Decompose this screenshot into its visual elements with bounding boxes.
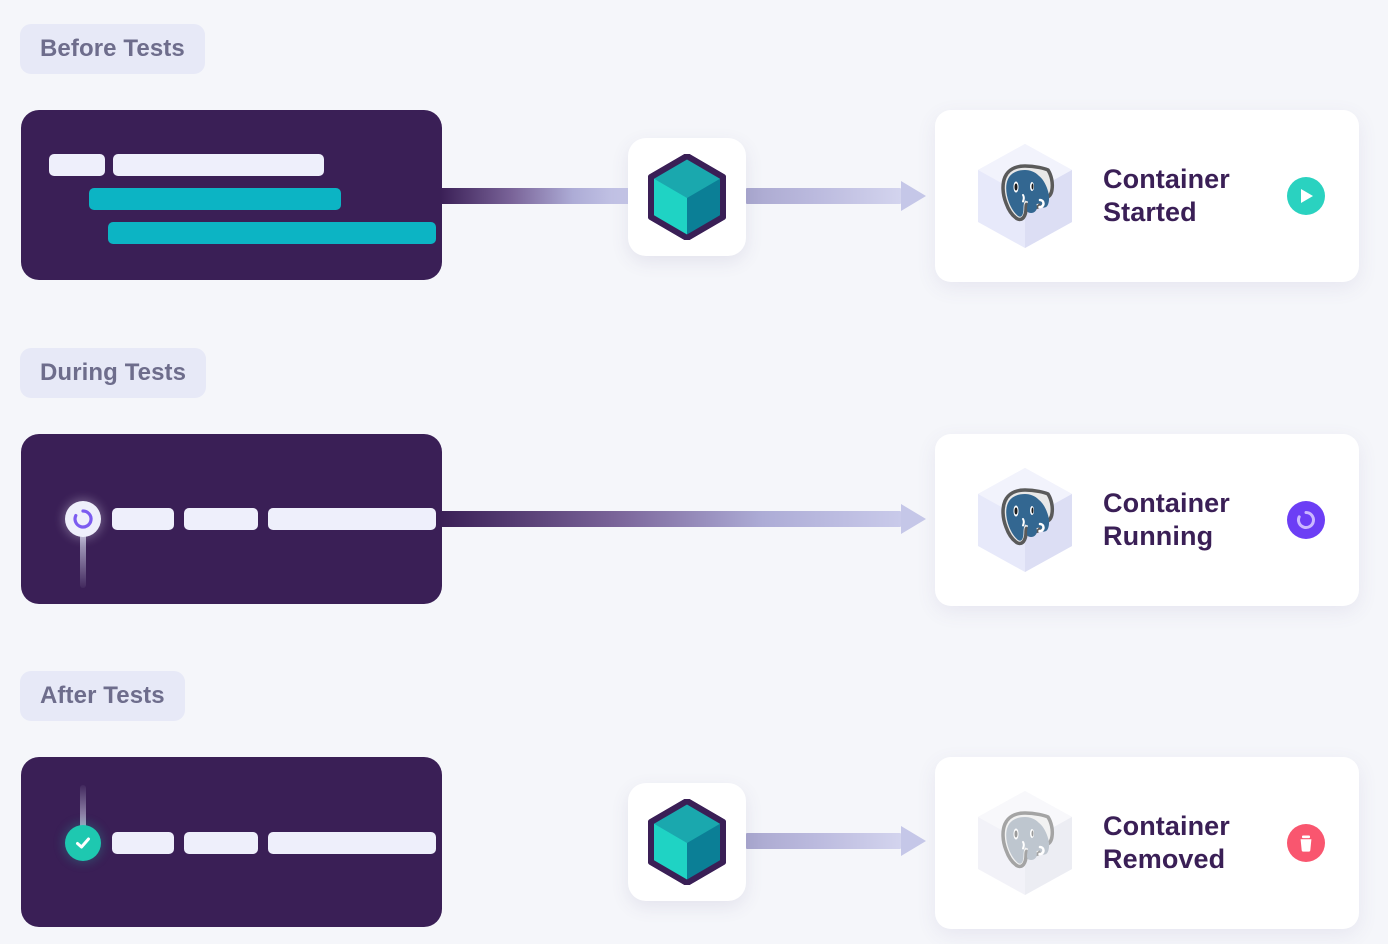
timeline-connector (80, 785, 86, 845)
status-label-line-2: Running (1103, 521, 1214, 551)
phase-badge-during-tests: During Tests (20, 348, 207, 398)
spinner-icon (65, 501, 101, 537)
code-bar (268, 832, 436, 854)
code-panel-during-tests (21, 434, 442, 604)
postgresql-hexagon-logo (965, 783, 1085, 903)
cube-icon (648, 154, 726, 240)
code-panel-after-tests (21, 757, 442, 927)
code-panel-before-tests (21, 110, 442, 280)
phase-badge-after-tests: After Tests (20, 671, 185, 721)
code-lines (21, 110, 442, 280)
code-bar (112, 508, 174, 530)
cube-tile-1[interactable] (628, 138, 746, 256)
arrow-panel-to-cube-1 (440, 181, 630, 211)
postgresql-hexagon-logo (965, 460, 1085, 580)
code-bar (108, 222, 436, 244)
arrow-head-icon (901, 826, 926, 856)
phase-badge-before-tests: Before Tests (20, 24, 205, 74)
phase-badge-label: After Tests (40, 682, 165, 709)
timeline-connector (80, 518, 86, 588)
check-icon (65, 825, 101, 861)
arrow-shaft (440, 511, 901, 527)
code-lines (21, 434, 442, 604)
status-card-container-running[interactable]: Container Running (935, 434, 1359, 606)
code-bar (184, 832, 258, 854)
trash-icon[interactable] (1287, 824, 1325, 862)
arrow-shaft (440, 188, 630, 204)
status-label-line-1: Container (1103, 164, 1230, 195)
code-bar (89, 188, 341, 210)
arrow-cube-to-card-1 (746, 181, 926, 211)
status-card-container-started[interactable]: Container Started (935, 110, 1359, 282)
code-lines (21, 757, 442, 927)
code-bar (49, 154, 105, 176)
arrow-head-icon (901, 504, 926, 534)
arrow-shaft (746, 188, 901, 204)
phase-badge-label: Before Tests (40, 35, 185, 62)
postgresql-hexagon-logo (965, 136, 1085, 256)
cube-icon (648, 799, 726, 885)
arrow-shaft (746, 833, 901, 849)
arrow-panel-to-card-2 (440, 504, 926, 534)
status-label-line-1: Container (1103, 488, 1230, 519)
code-bar (112, 832, 174, 854)
cube-tile-3[interactable] (628, 783, 746, 901)
status-label-line-2: Started (1103, 197, 1197, 227)
play-icon[interactable] (1287, 177, 1325, 215)
spinner-icon[interactable] (1287, 501, 1325, 539)
phase-badge-label: During Tests (40, 359, 187, 386)
arrow-cube-to-card-3 (746, 826, 926, 856)
code-bar (184, 508, 258, 530)
status-label-line-2: Removed (1103, 844, 1226, 874)
status-label-line-1: Container (1103, 811, 1230, 842)
arrow-head-icon (901, 181, 926, 211)
status-card-label: Container Removed (1103, 810, 1287, 876)
status-card-label: Container Started (1103, 163, 1287, 229)
status-card-label: Container Running (1103, 487, 1287, 553)
status-card-container-removed[interactable]: Container Removed (935, 757, 1359, 929)
code-bar (113, 154, 324, 176)
code-bar (268, 508, 436, 530)
